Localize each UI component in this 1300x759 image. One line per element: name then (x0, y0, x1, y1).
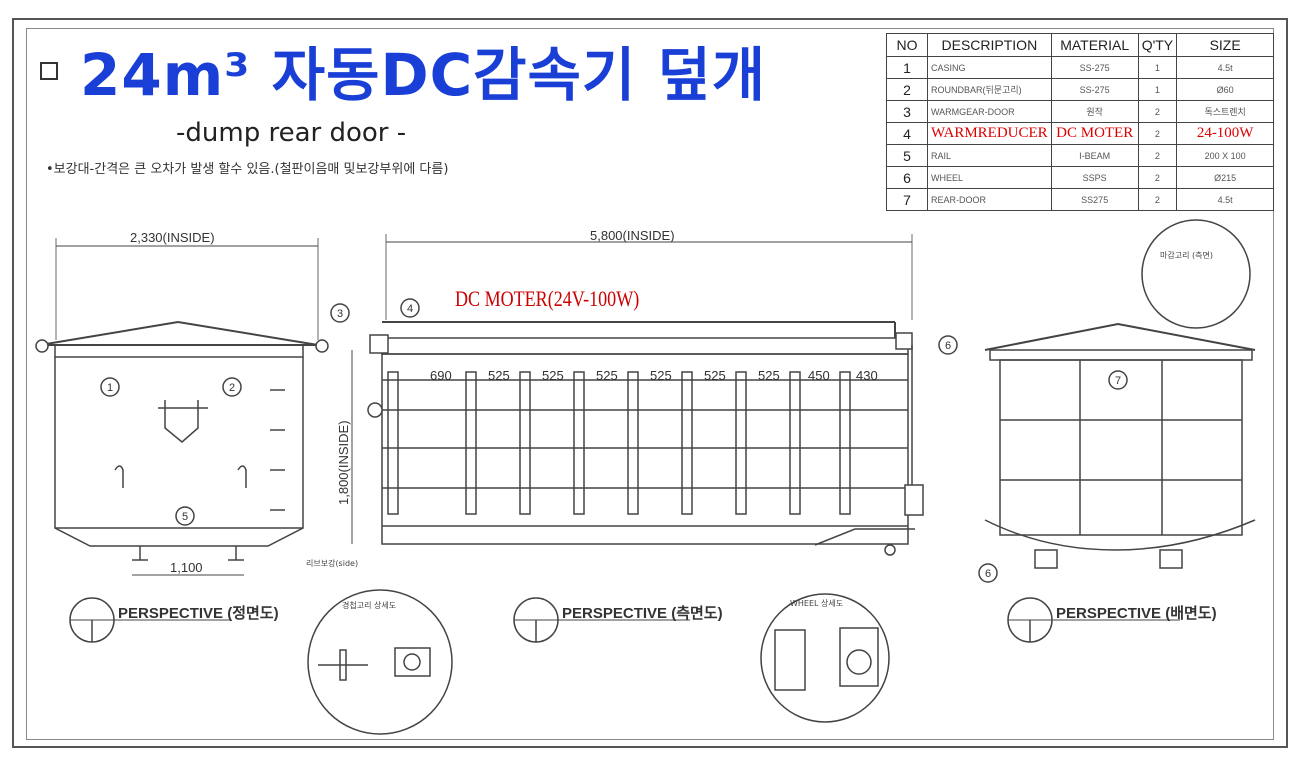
balloon-label: 4 (407, 303, 413, 315)
bom-header-no: NO (886, 33, 928, 57)
top-detail-label: 마감고리 (측면) (1160, 250, 1213, 260)
bom-row: 7 REAR-DOOR SS275 2 4.5t (886, 188, 1275, 211)
detail-circles (307, 589, 890, 735)
dim-spacing: 525 (758, 368, 780, 383)
bom-row-highlighted: 4 WARMREDUCER DC MOTER 2 24-100W (886, 122, 1275, 145)
wheel-detail-label: WHEEL 상세도 (790, 598, 843, 608)
balloon-label: 5 (182, 511, 188, 523)
drawing-subtitle: -dump rear door - (176, 118, 407, 148)
dim-side-height: 1,800(INSIDE) (336, 420, 351, 505)
bom-row: 6 WHEEL SSPS 2 Ø215 (886, 166, 1275, 189)
bill-of-materials-table: NO DESCRIPTION MATERIAL Q'TY SIZE 1 CASI… (886, 33, 1275, 211)
dim-spacing: 525 (650, 368, 672, 383)
bom-header-size: SIZE (1176, 33, 1275, 57)
drawing-sheet (12, 18, 1288, 748)
dim-spacing: 450 (808, 368, 830, 383)
rear-view (984, 219, 1256, 569)
dim-side-length: 5,800(INSIDE) (590, 228, 675, 243)
balloon-label: 1 (107, 382, 113, 394)
drawing-title: 24m³ 자동DC감속기 덮개 (80, 41, 767, 109)
bom-cell-size: 24-100W (1176, 122, 1275, 145)
bom-row: 2 ROUNDBAR(뒤문고리) SS-275 1 Ø60 (886, 78, 1275, 101)
perspective-rear-label: PERSPECTIVE (배면도) (1056, 605, 1217, 622)
bom-row: 5 RAIL I-BEAM 2 200 X 100 (886, 144, 1275, 167)
dim-front-width: 2,330(INSIDE) (130, 230, 215, 245)
perspective-front-label: PERSPECTIVE (정면도) (118, 605, 279, 622)
dim-spacing: 525 (542, 368, 564, 383)
hinge-detail-label: 경첩고리 상세도 (342, 600, 396, 610)
dim-spacing: 525 (596, 368, 618, 383)
dim-spacing: 525 (488, 368, 510, 383)
perspective-side-label: PERSPECTIVE (측면도) (562, 605, 723, 622)
bom-row: 1 CASING SS-275 1 4.5t (886, 56, 1275, 79)
dim-spacing: 525 (704, 368, 726, 383)
dim-spacing: 690 (430, 368, 452, 383)
balloons (100, 298, 1128, 583)
bom-cell-qty: 2 (1137, 166, 1178, 189)
balloon-label: 6 (985, 568, 991, 580)
drawing-note: •보강대-간격은 큰 오차가 발생 할수 있음.(철판이음매 및보강부위에 다름… (46, 162, 449, 177)
dc-motor-label: DC MOTER(24V-100W) (455, 286, 640, 311)
bom-cell-size: 4.5t (1176, 188, 1275, 211)
balloon-label: 2 (229, 382, 235, 394)
perspective-symbols (69, 597, 1180, 643)
side-rib-note: 리브보강(side) (306, 558, 358, 568)
balloon-label: 7 (1115, 375, 1121, 387)
balloon-label: 3 (337, 308, 343, 320)
bom-cell-no: 1 (886, 56, 928, 79)
bom-cell-no: 7 (886, 188, 928, 211)
bom-cell-no: 2 (886, 78, 928, 101)
bom-header-row: NO DESCRIPTION MATERIAL Q'TY SIZE (886, 33, 1275, 57)
balloon-label: 6 (945, 340, 951, 352)
drawing-frame (26, 28, 1274, 740)
dim-spacing: 430 (856, 368, 878, 383)
bom-cell-qty: 2 (1137, 188, 1178, 211)
bom-cell-no: 3 (886, 100, 928, 123)
dim-front-bottom: 1,100 (170, 560, 203, 575)
title-checkbox[interactable] (40, 62, 58, 80)
front-view (35, 238, 329, 576)
side-view (351, 234, 924, 556)
